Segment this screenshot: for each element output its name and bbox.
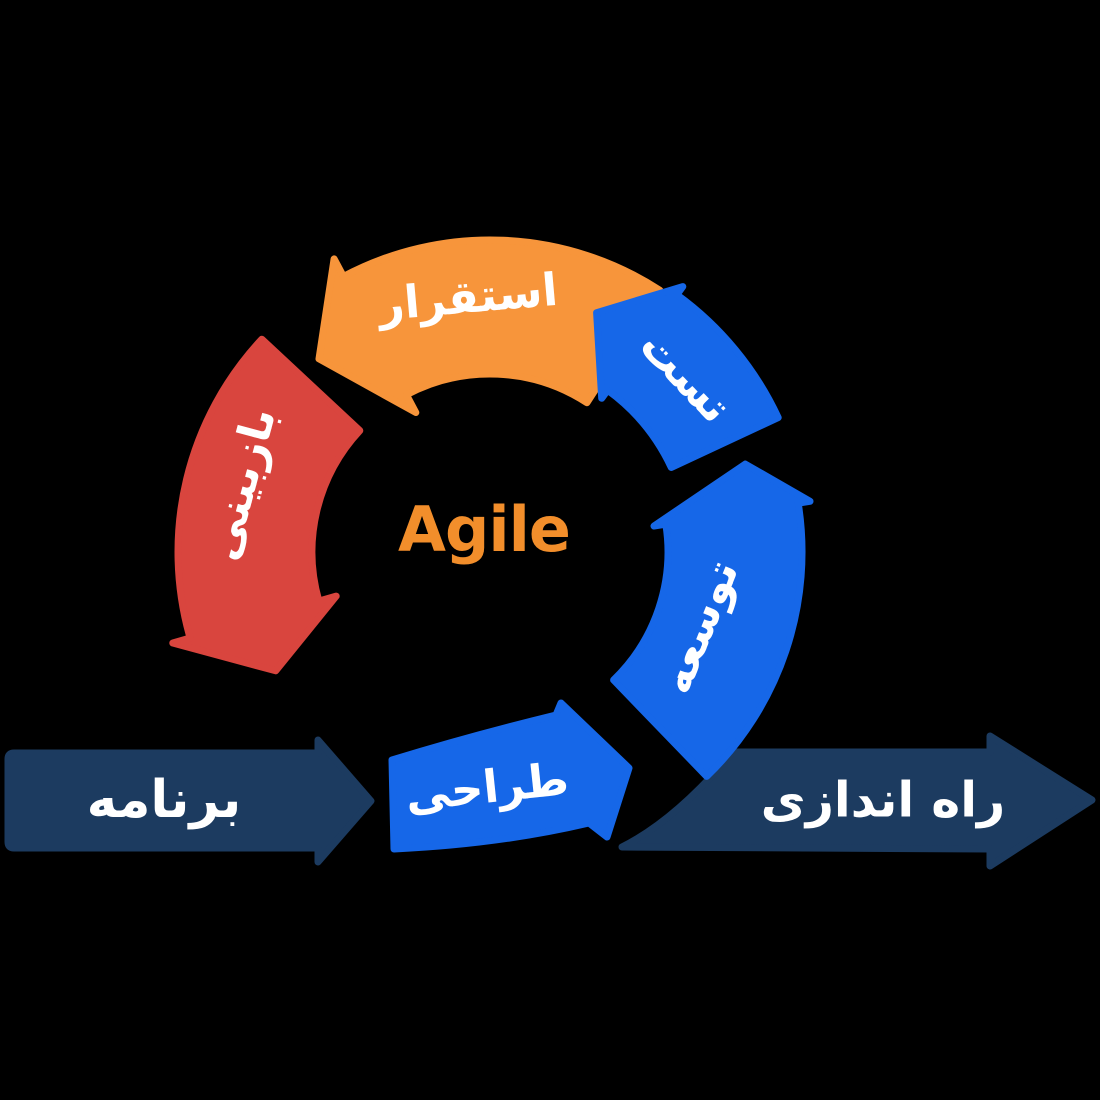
agile-center-title: Agile [398, 493, 571, 566]
plan-arrow [4, 736, 375, 866]
test-arrow [593, 283, 782, 471]
design-arrow [388, 699, 633, 853]
launch-step-label: راه اندازی [760, 771, 1006, 829]
develop-arrow [610, 460, 814, 780]
deploy-arrow [315, 236, 664, 416]
review-arrow [169, 335, 364, 675]
plan-step-label: برنامه [86, 770, 242, 830]
